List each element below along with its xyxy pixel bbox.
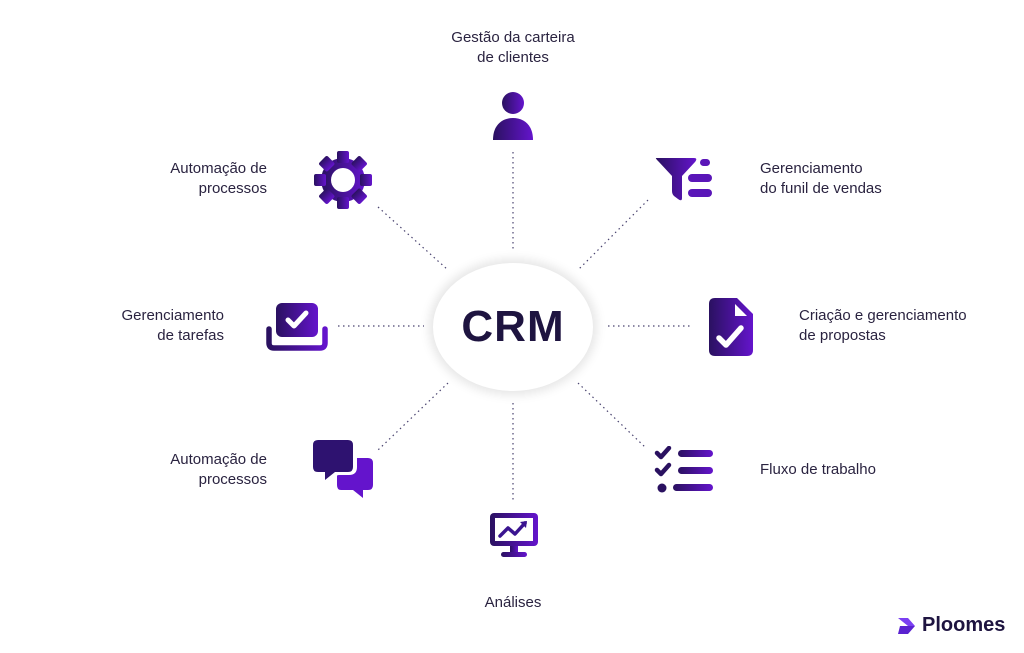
checklist-icon <box>654 446 713 493</box>
node-label-right: Criação e gerenciamento de propostas <box>799 307 967 344</box>
node-label-top-right: Gerenciamento do funil de vendas <box>760 160 882 197</box>
document-check-icon <box>709 298 753 356</box>
ploomes-logo: Ploomes <box>898 614 1005 637</box>
node-label-bottom-right: Fluxo de trabalho <box>760 461 876 478</box>
node-label-bottom-left: Automação de processos <box>170 451 267 488</box>
monitor-chart-icon <box>490 513 538 557</box>
connector-bottom-right <box>577 382 647 449</box>
funnel-list-icon <box>655 158 712 201</box>
chat-bubbles-icon <box>313 440 373 498</box>
hub-label: CRM <box>461 302 565 351</box>
connector-top-right <box>577 199 649 271</box>
connector-top-left <box>377 206 449 271</box>
gear-icon <box>314 151 372 209</box>
node-label-bottom: Análises <box>484 594 542 611</box>
crm-hub: CRM <box>433 263 593 391</box>
task-inbox-icon <box>266 303 328 351</box>
brand-name: Ploomes <box>922 614 1006 636</box>
user-icon <box>493 92 533 140</box>
connector-bottom-left <box>377 382 449 451</box>
logo-arrow-icon <box>898 617 915 634</box>
node-label-top: Gestão da carteira de clientes <box>451 29 575 66</box>
node-label-top-left: Automação de processos <box>170 160 267 197</box>
node-label-left: Gerenciamento de tarefas <box>121 307 224 344</box>
